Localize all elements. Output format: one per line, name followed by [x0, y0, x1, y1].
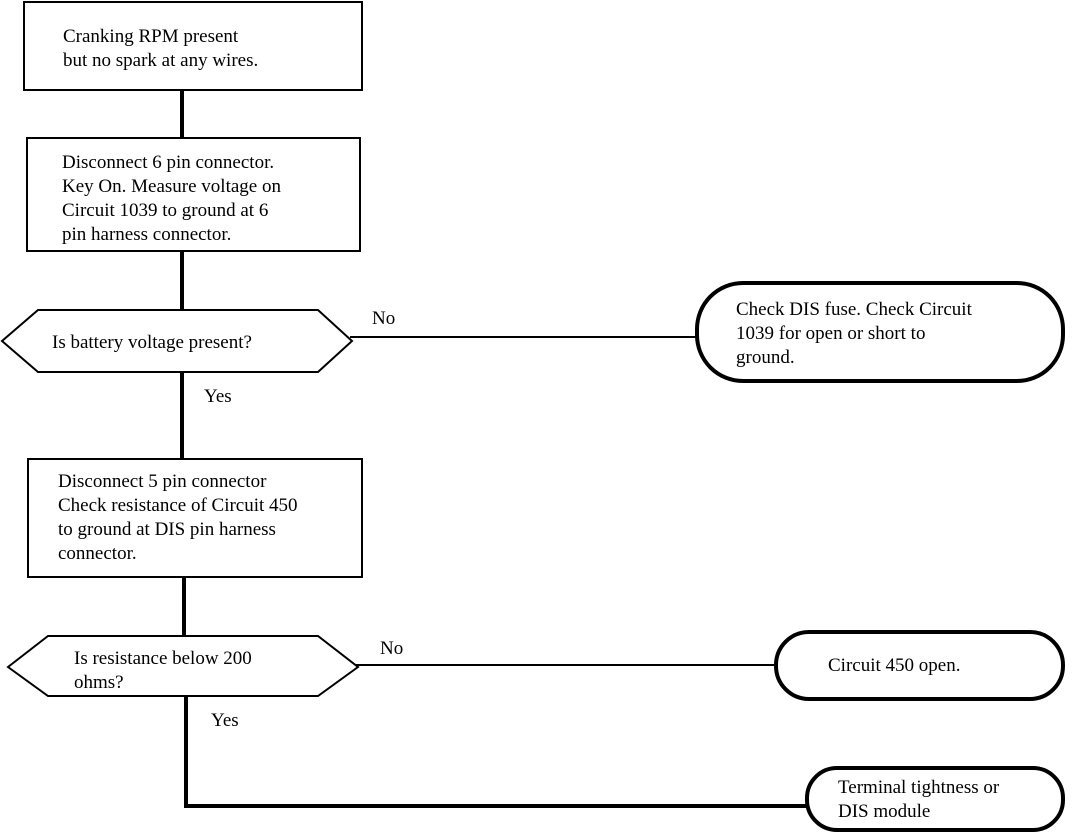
step1-line-2: Key On. Measure voltage on [62, 176, 281, 197]
decision2-no-label: No [380, 638, 403, 659]
start-box [23, 1, 363, 91]
step1-line-1: Disconnect 6 pin connector. [62, 152, 274, 173]
decision1-line-1: Is battery voltage present? [52, 332, 252, 353]
decision2-line-1: Is resistance below 200 [74, 648, 252, 669]
step1-line-4: pin harness connector. [62, 224, 231, 245]
result3-terminal [805, 766, 1065, 832]
step2-box [27, 458, 363, 578]
decision1-shape [0, 309, 354, 373]
decision1-no-label: No [372, 308, 395, 329]
result2-text: Circuit 450 open. [828, 655, 960, 676]
decision2-line-2: ohms? [74, 672, 124, 693]
result2-terminal [774, 630, 1065, 701]
step1-text: Disconnect 6 pin connector. Key On. Meas… [62, 152, 286, 245]
result3-text: Terminal tightness or DIS module [838, 777, 1004, 822]
result3-line-1: Terminal tightness or [838, 777, 1000, 798]
decision1-yes-label: Yes [204, 386, 232, 407]
result1-line-2: 1039 for open or short to [736, 323, 925, 344]
result3-line-2: DIS module [838, 801, 930, 822]
result1-terminal [695, 281, 1065, 383]
decision2-text: Is resistance below 200 ohms? [74, 648, 257, 693]
step2-line-3: to ground at DIS pin harness [58, 519, 276, 540]
step1-box [26, 137, 361, 252]
result1-text: Check DIS fuse. Check Circuit 1039 for o… [736, 299, 977, 368]
start-line-2: but no spark at any wires. [63, 50, 258, 71]
step2-line-2: Check resistance of Circuit 450 [58, 495, 298, 516]
decision1-text: Is battery voltage present? [52, 332, 252, 353]
result1-line-1: Check DIS fuse. Check Circuit [736, 299, 973, 320]
start-text: Cranking RPM present but no spark at any… [63, 26, 258, 71]
decision2-yes-label: Yes [211, 710, 239, 731]
step2-line-4: connector. [58, 543, 137, 564]
step2-line-1: Disconnect 5 pin connector [58, 471, 267, 492]
result1-line-3: ground. [736, 347, 795, 368]
connector-decision2-yes [184, 695, 807, 808]
step2-text: Disconnect 5 pin connector Check resista… [58, 471, 302, 564]
result2-line-1: Circuit 450 open. [828, 655, 960, 676]
decision2-shape [6, 635, 360, 697]
step1-line-3: Circuit 1039 to ground at 6 [62, 200, 268, 221]
start-line-1: Cranking RPM present [63, 26, 239, 47]
